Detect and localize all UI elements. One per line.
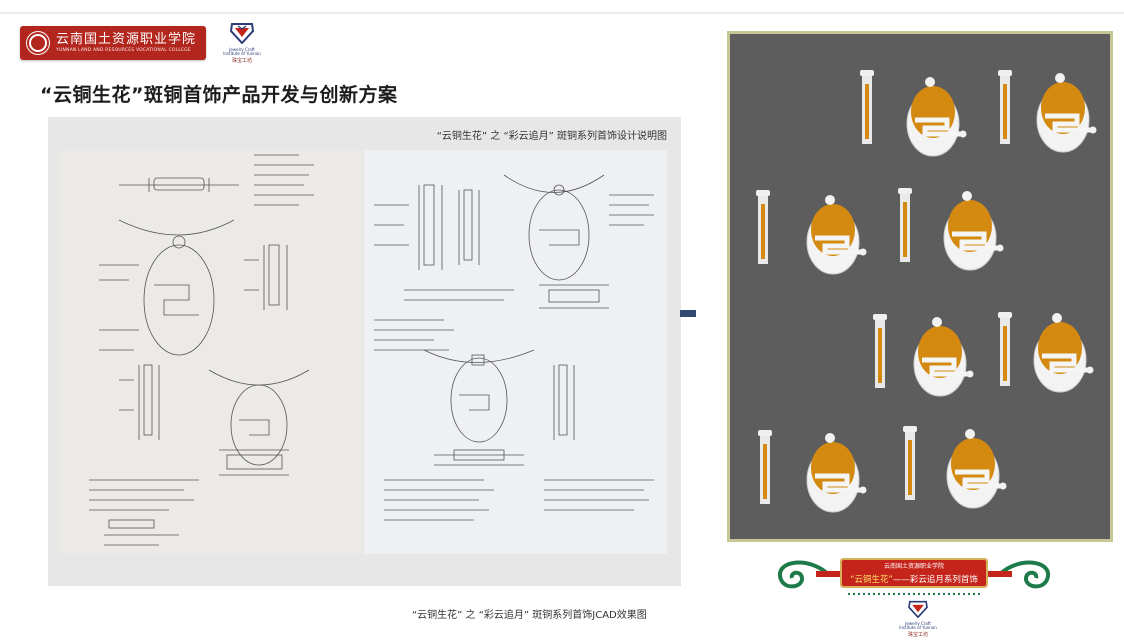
series-banner: 云南国土资源职业学院 “云铜生花”——彩云追月系列首饰 <box>768 546 1068 606</box>
banner-series-rest: ——彩云追月系列首饰 <box>892 575 978 585</box>
college-logo: 云南国土资源职业学院 YUNNAN LAND AND RESOURCES VOC… <box>20 26 206 60</box>
diamond-shield-icon <box>908 600 928 619</box>
sketch-sheet-left <box>59 150 362 554</box>
banner-workshop-badge: Jewelry Craft Institute of Yunnan 珠宝工坊 <box>898 600 938 638</box>
badge-name: 珠宝工坊 <box>231 57 252 64</box>
banner-badge-caption: Jewelry Craft Institute of Yunnan <box>899 621 937 631</box>
sketch-sheet-right <box>364 150 667 554</box>
banner-plate: 云南国土资源职业学院 “云铜生花”——彩云追月系列首饰 <box>840 558 988 588</box>
college-name-cn: 云南国土资源职业学院 <box>56 31 197 47</box>
pencil-drawing-right <box>374 174 654 521</box>
pencil-drawing-left <box>89 154 314 546</box>
banner-series-title: “云铜生花”——彩云追月系列首饰 <box>840 573 988 585</box>
banner-college-name: 云南国土资源职业学院 <box>883 563 944 570</box>
sketch-panel: “云铜生花” 之 “彩云追月” 斑铜系列首饰设计说明图 <box>48 117 681 586</box>
divider-marker <box>680 310 696 317</box>
banner-series-highlight: “云铜生花” <box>850 575 893 585</box>
workshop-badge: Jewelry Craft Institute of Yunnan 珠宝工坊 <box>222 22 262 64</box>
jcad-render-panel <box>727 31 1113 542</box>
diamond-shield-icon <box>229 23 255 45</box>
cloud-scroll-ornament <box>778 560 1050 595</box>
pendant-renders <box>756 70 1110 539</box>
banner-badge-name: 珠宝工坊 <box>907 631 928 638</box>
sketch-caption: “云铜生花” 之 “彩云追月” 斑铜系列首饰设计说明图 <box>436 131 667 142</box>
page-title: “云铜生花”斑铜首饰产品开发与创新方案 <box>40 84 398 106</box>
college-name-en: YUNNAN LAND AND RESOURCES VOCATIONAL COL… <box>56 47 191 53</box>
top-divider-line <box>0 12 1124 14</box>
badge-caption: Jewelry Craft Institute of Yunnan <box>223 47 261 57</box>
college-emblem-icon <box>26 31 50 55</box>
render-caption: “云铜生花” 之 “彩云追月” 斑铜系列首饰JCAD效果图 <box>412 610 647 621</box>
